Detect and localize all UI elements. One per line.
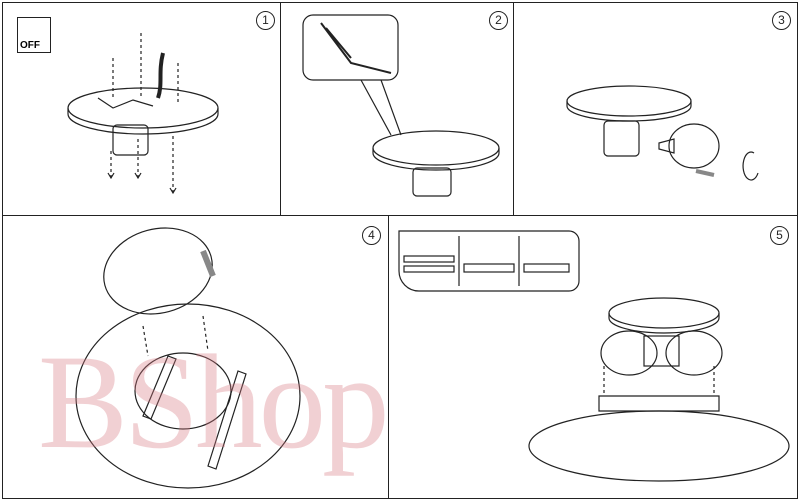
step-number: 5	[770, 226, 789, 245]
step-5-panel: 5	[388, 215, 798, 499]
step-number: 2	[489, 11, 508, 30]
step-2-panel: 2	[280, 2, 515, 217]
wire-connection-drawing	[302, 14, 500, 197]
step-number: 4	[362, 226, 381, 245]
power-off-switch-icon: OFF	[17, 17, 51, 53]
ceiling-plate-mounting-drawing	[67, 33, 219, 195]
diffuser-attach-drawing	[398, 230, 790, 482]
step-3-panel: 3	[513, 2, 798, 217]
step-4-panel: 4	[2, 215, 390, 499]
bulb-install-drawing	[566, 85, 759, 181]
step-number: 1	[256, 11, 275, 30]
step-1-panel: 1 OFF	[2, 2, 282, 217]
off-label: OFF	[20, 40, 40, 51]
step-number: 3	[772, 11, 791, 30]
mounting-bracket-drawing	[75, 227, 301, 489]
